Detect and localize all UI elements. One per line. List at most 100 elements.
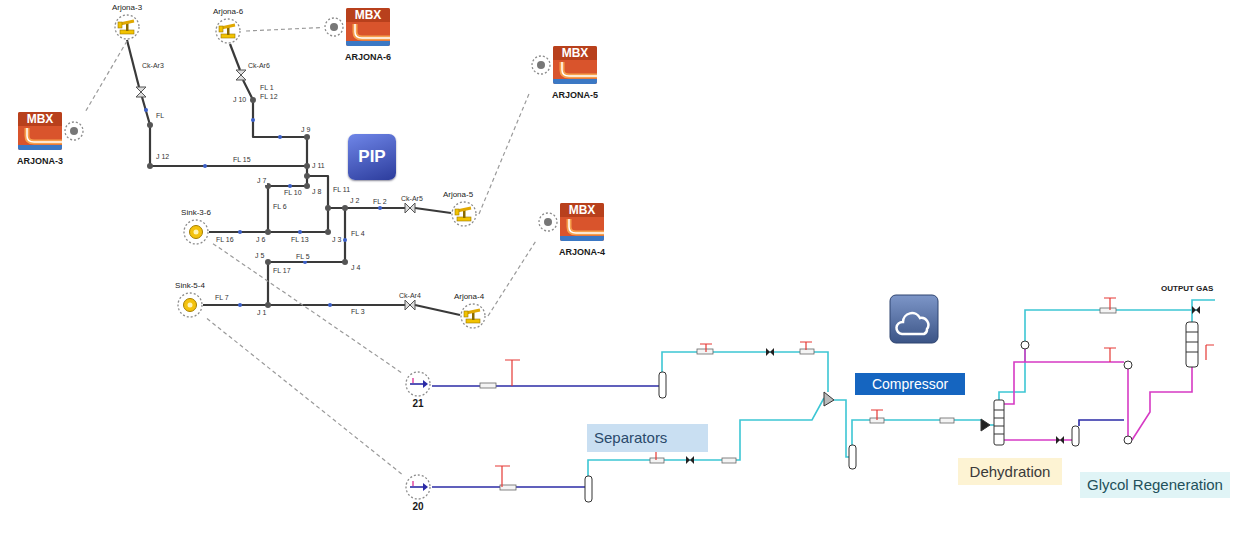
mbx-ground <box>560 203 604 241</box>
sink-node: Sink-5-4 <box>173 281 207 319</box>
port-dot <box>70 127 78 135</box>
sink-core <box>188 303 193 308</box>
pipe-segments <box>480 308 1116 490</box>
mbx-curve <box>562 62 597 76</box>
port-ring <box>532 56 550 74</box>
pipe-label: FL 1 <box>259 84 275 92</box>
pipe-label: Ck-Ar4 <box>398 292 422 300</box>
pipe-label: FL 11 <box>332 186 351 194</box>
mbx-icon: MBX <box>346 8 390 46</box>
node-label: Arjona-4 <box>454 292 484 302</box>
pipe-label: J 8 <box>311 188 322 196</box>
section-tag: Glycol Regeneration <box>1080 472 1230 498</box>
pip-text: PIP <box>358 147 385 167</box>
mbx-strip <box>346 41 390 46</box>
mbx-text: MBX <box>553 46 597 60</box>
pipe-label: J 3 <box>331 236 342 244</box>
pipe-label: J 7 <box>256 177 267 185</box>
pump-post <box>227 27 230 35</box>
section-tag: Separators <box>587 424 708 452</box>
port-ring <box>406 372 430 396</box>
pipe-label: J 5 <box>254 252 265 260</box>
pipe-label: FL 3 <box>350 308 366 316</box>
pipe-label: FL 6 <box>272 203 288 211</box>
pump-post <box>472 312 475 320</box>
pipe-label: FL 12 <box>259 93 279 101</box>
pip-icon: PIP <box>348 134 396 180</box>
link-line <box>207 319 403 475</box>
mbx-band <box>346 8 390 22</box>
pipe-label: J 10 <box>232 96 247 104</box>
mbx-curve <box>355 24 390 38</box>
port-ring <box>452 202 476 226</box>
pipe-label: FL 13 <box>290 236 310 244</box>
mbx-strip <box>553 79 597 84</box>
pipe-label: FL 7 <box>214 294 230 302</box>
well-node: Arjona-6 <box>210 7 246 45</box>
flowline-markers <box>144 108 382 307</box>
mbx-band <box>553 46 597 60</box>
mbx-node: ARJONA-5 MBX <box>530 46 600 102</box>
mbx-node: ARJONA-3 MBX <box>15 112 85 168</box>
mbx-node: ARJONA-4 MBX <box>537 203 607 259</box>
node-heading: ARJONA-4 <box>559 247 605 258</box>
stream-node: 21 <box>403 370 433 410</box>
node-label: 20 <box>412 501 423 513</box>
node-heading: ARJONA-5 <box>552 90 598 101</box>
link-line <box>85 41 127 112</box>
mbx-curve-line <box>569 219 604 233</box>
mbx-curve-line <box>27 128 62 142</box>
mbx-band <box>560 203 604 217</box>
port-ring <box>178 293 202 317</box>
port-symbol <box>530 54 552 76</box>
sink-node: Sink-3-6 <box>179 208 213 246</box>
pipe-label: FL 15 <box>232 156 252 164</box>
mbx-strip <box>560 236 604 241</box>
well-symbol <box>214 17 242 45</box>
output-label: OUTPUT GAS <box>1160 284 1214 293</box>
stream-mark <box>412 378 413 383</box>
port-ring <box>115 15 139 39</box>
pump-head <box>118 22 122 28</box>
mbx-ground <box>553 46 597 84</box>
mbx-text: MBX <box>346 8 390 22</box>
pipe-label: J 9 <box>300 126 311 134</box>
port-ring <box>406 475 430 499</box>
node-label: Arjona-6 <box>213 7 243 17</box>
node-heading: ARJONA-3 <box>17 156 63 167</box>
pipe-label: J 12 <box>155 153 170 161</box>
section-tag: Dehydration <box>958 458 1062 485</box>
mbx-icon: MBX <box>560 203 604 241</box>
port-ring <box>539 213 557 231</box>
process-valves <box>686 306 1200 464</box>
tag-text: Compressor <box>872 376 948 393</box>
pipe-label: J 2 <box>349 197 360 205</box>
well-symbol <box>450 200 478 228</box>
stream-symbol <box>404 370 432 398</box>
pipe-label: FL <box>155 112 165 120</box>
link-line <box>246 28 323 32</box>
well-node: Arjona-3 <box>109 3 145 41</box>
tag-text: Dehydration <box>970 463 1051 481</box>
port-ring <box>184 220 208 244</box>
port-symbol <box>323 16 345 38</box>
mbx-ground <box>18 112 62 150</box>
pipeline-network <box>127 40 460 315</box>
mbx-text: MBX <box>18 112 62 126</box>
pump-post <box>126 23 129 31</box>
port-ring <box>461 304 485 328</box>
mbx-node: ARJONA-6 MBX <box>323 8 393 64</box>
process-streams <box>432 300 1215 487</box>
mbx-band <box>18 112 62 126</box>
mbx-ground <box>346 8 390 46</box>
link-line <box>213 244 403 374</box>
stream-node: 20 <box>403 473 433 513</box>
node-label: Arjona-5 <box>443 190 473 200</box>
stream-mark <box>412 481 413 486</box>
pipe-label: Ck-Ar3 <box>141 62 165 70</box>
sink-body <box>184 299 197 312</box>
mbx-text: MBX <box>560 203 604 217</box>
node-heading: ARJONA-6 <box>345 52 391 63</box>
mbx-curve <box>27 128 62 142</box>
port-symbol <box>63 120 85 142</box>
